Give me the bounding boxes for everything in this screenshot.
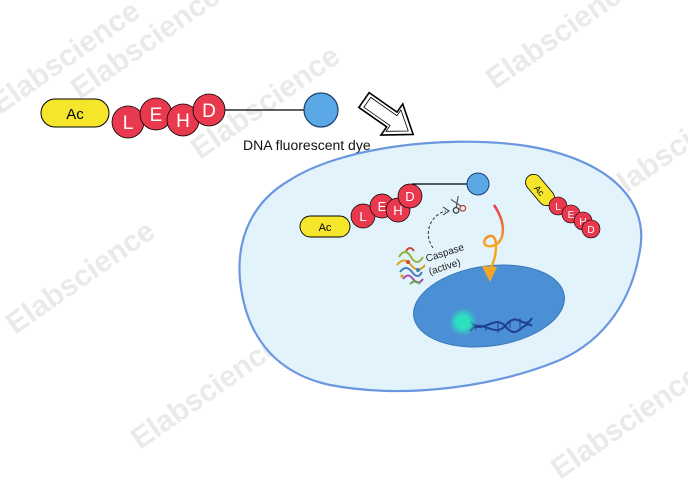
caspase-action-arrow: [427, 210, 447, 249]
dna-dye-circle-cell: [466, 172, 490, 196]
acetyl-cap-cell: [299, 215, 351, 238]
residue-D-cleaved-label: D: [587, 225, 594, 236]
dye-transport-arrow: [483, 204, 504, 271]
residue-E-label: E: [150, 105, 163, 126]
watermark-text: Elabscience: [125, 329, 286, 456]
residue-E-cell-label: E: [378, 199, 387, 214]
residue-D-label: D: [202, 101, 216, 122]
probe-top: Ac L E H D DNA fluorescent dye: [40, 92, 371, 153]
watermark-text: Elabscience: [0, 214, 161, 341]
acetyl-cap-cell-label: Ac: [319, 222, 332, 234]
dye-label: DNA fluorescent dye: [243, 137, 371, 153]
entry-arrow: [357, 91, 415, 136]
probe-cleaved: Ac L E H D: [525, 173, 601, 239]
acetyl-cap-label: Ac: [66, 106, 84, 123]
scissors-icon: [450, 195, 467, 214]
entry-arrow-inner: [363, 96, 409, 132]
caspase-action-arrowhead: [442, 206, 450, 216]
residue-L-cleaved-label: L: [555, 202, 561, 213]
residue-L-cell-label: L: [359, 209, 366, 224]
residue-H-cleaved-label: H: [579, 217, 586, 228]
probe-in-cell: Ac L E H D: [299, 172, 490, 238]
residue-H-cell-label: H: [393, 203, 402, 218]
entry-arrow-shape: [357, 91, 415, 136]
residue-H-label: H: [176, 111, 190, 132]
residue-E-cleaved-label: E: [568, 210, 575, 221]
caspase-protein-icon: [396, 247, 426, 285]
acetyl-cap: [40, 98, 110, 128]
watermark-text: Elabscience: [480, 0, 641, 96]
residue-D-cell: [397, 183, 423, 209]
residue-D: [192, 93, 226, 127]
dna-helix-icon: [469, 317, 533, 334]
residue-L-label: L: [123, 113, 134, 134]
residue-D-cleaved: [581, 219, 601, 239]
watermark-text: Elabscience: [545, 359, 688, 486]
dye-transport-arrowhead: [482, 266, 497, 282]
released-dye: [456, 315, 470, 329]
dna-dye-circle: [303, 92, 339, 128]
residue-D-cell-label: D: [405, 189, 414, 204]
